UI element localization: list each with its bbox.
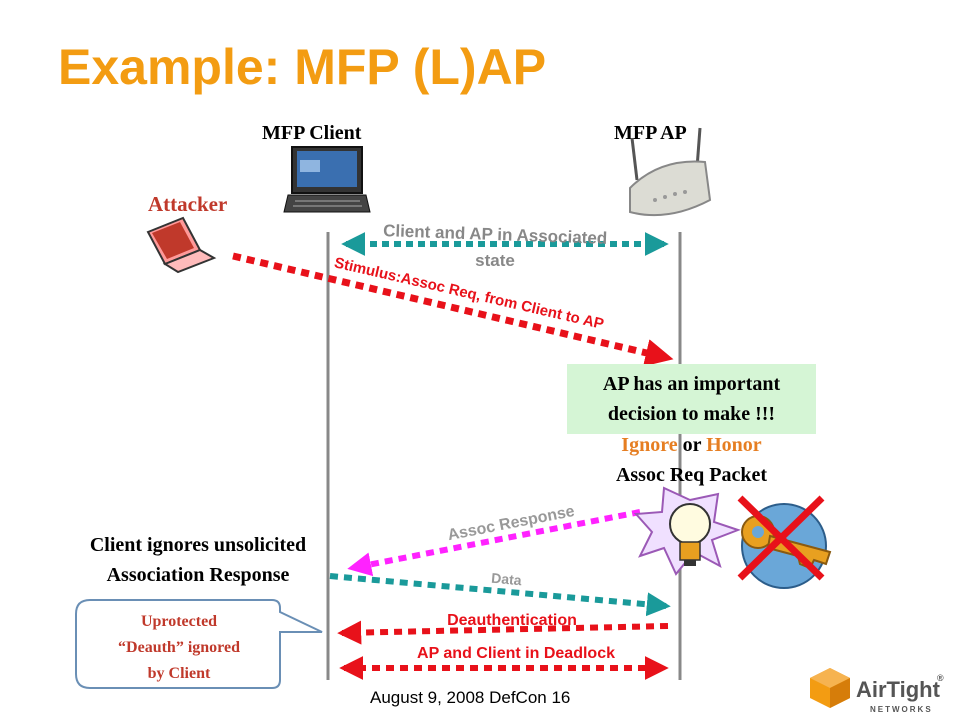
client-note-line2: Association Response bbox=[106, 564, 290, 586]
logo-name: AirTight bbox=[856, 677, 941, 702]
decision-choice: Ignore or Honor bbox=[567, 430, 816, 460]
logo-sub: NETWORKS bbox=[870, 705, 933, 714]
honor-label: Honor bbox=[706, 434, 762, 456]
decision-line1: AP has an important bbox=[602, 373, 781, 395]
attacker-label: Attacker bbox=[148, 192, 228, 216]
ignore-label: Ignore bbox=[621, 434, 678, 456]
callout-text: Uprotected “Deauth” ignored by Client bbox=[84, 609, 274, 687]
callout-line1: Uprotected bbox=[140, 613, 218, 630]
airtight-logo-mark bbox=[810, 668, 850, 708]
callout-line3: by Client bbox=[147, 665, 211, 682]
associated-label-line1: Client and AP in Associated bbox=[383, 221, 608, 248]
deadlock-label: AP and Client in Deadlock bbox=[417, 645, 615, 662]
page-title: Example: MFP (L)AP bbox=[58, 39, 547, 95]
access-point-icon bbox=[629, 127, 712, 217]
deauth-label: Deauthentication bbox=[447, 612, 577, 629]
decision-line2: decision to make !!! bbox=[607, 403, 776, 425]
footer-text: August 9, 2008 DefCon 16 bbox=[370, 688, 571, 707]
callout-line2: “Deauth” ignored bbox=[118, 639, 240, 656]
client-note: Client ignores unsolicited Association R… bbox=[56, 530, 340, 590]
decision-box: AP has an important decision to make !!! bbox=[567, 364, 816, 434]
laptop-icon bbox=[283, 146, 371, 213]
client-lane-label: MFP Client bbox=[262, 122, 362, 144]
assoc-response-arrow bbox=[347, 509, 641, 577]
decision-line4: Assoc Req Packet bbox=[615, 464, 768, 486]
or-label: or bbox=[682, 434, 702, 456]
stimulus-label: Stimulus:Assoc Req, from Client to AP bbox=[333, 254, 606, 333]
key-crossed-icon bbox=[737, 495, 832, 589]
data-arrow bbox=[329, 573, 671, 617]
light-bulb-icon bbox=[633, 486, 741, 576]
associated-label-line2: state bbox=[475, 251, 515, 270]
attacker-laptop-icon bbox=[146, 216, 217, 274]
logo-reg: ® bbox=[937, 673, 944, 683]
stimulus-arrow bbox=[232, 252, 674, 367]
callout-bubble bbox=[75, 599, 323, 689]
client-note-line1: Client ignores unsolicited bbox=[89, 534, 307, 556]
data-label: Data bbox=[491, 570, 523, 589]
deauth-arrow bbox=[337, 620, 669, 645]
